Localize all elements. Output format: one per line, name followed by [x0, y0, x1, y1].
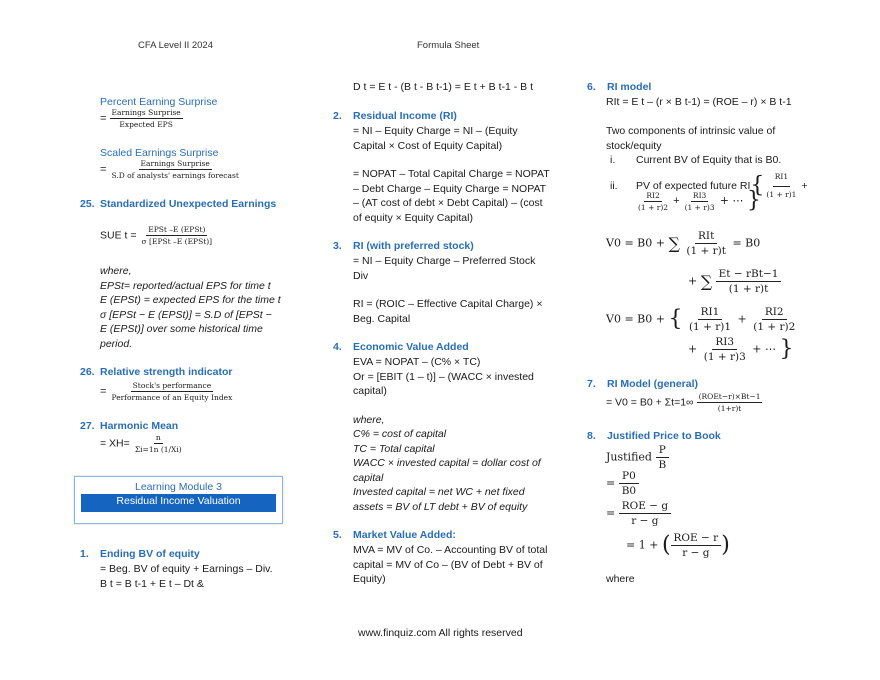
section-7-heading: 7.RI Model (general) [587, 378, 699, 390]
section-5-heading: 5.Market Value Added: [333, 529, 456, 541]
ri-model-equation: RIt = E t – (r × B t-1) = (ROE – r) × B … [606, 96, 792, 108]
section-25-heading: 25.Standardized Unexpected Earnings [80, 198, 277, 210]
section-26-heading: 26.Relative strength indicator [80, 366, 233, 378]
section-3-heading: 3.RI (with preferred stock) [333, 240, 474, 252]
section-2-body: = NI – Equity Charge = NI – (Equity Capi… [353, 125, 550, 224]
section-4-heading: 4.Economic Value Added [333, 341, 469, 353]
section-3-body: = NI – Equity Charge – Preferred Stock D… [353, 255, 543, 325]
ses-title: Scaled Earnings Surprise [100, 147, 219, 159]
component-ii: ii.PV of expected future RI{RI1(1 + r)1 … [610, 172, 808, 199]
learning-module-box: Learning Module 3 Residual Income Valuat… [74, 476, 283, 524]
section-6-heading: 6.RI model [587, 81, 652, 93]
formula-v0-et: + ∑ Et − rBt−1(1 + r)t [688, 268, 782, 295]
ri-two-components: Two components of intrinsic value of sto… [606, 125, 776, 152]
pes-title: Percent Earning Surprise [100, 96, 218, 108]
section-2-heading: 2.Residual Income (RI) [333, 110, 457, 122]
section-4-body: EVA = NOPAT – (C% × TC) Or = [EBIT (1 – … [353, 356, 541, 513]
learning-module-title: Learning Module 3 [135, 481, 222, 493]
formula-v0-sum: V0 = B0 + ∑ RIt(1 + r)t = B0 [606, 230, 761, 257]
dividend-equation: D t = E t - (B t - B t-1) = E t + B t-1 … [353, 81, 534, 93]
footer-copyright: www.finquiz.com All rights reserved [358, 627, 523, 639]
formula-v0-expanded: V0 = B0 + { RI1(1 + r)1 + RI2(1 + r)2 [606, 306, 796, 333]
section-1-heading: 1.Ending BV of equity [80, 548, 200, 560]
component-i: i.Current BV of Equity that is B0. [610, 154, 782, 166]
header-center: Formula Sheet [417, 40, 480, 51]
section-27-heading: 27.Harmonic Mean [80, 420, 179, 432]
component-ii-continued: RI2(1 + r)2 + RI3(1 + r)3 + ⋯ } [638, 188, 761, 213]
ri-general-formula: = V0 = B0 + Σt=1∞ (ROEt−r)×Bt−1(1+r)t [606, 392, 763, 413]
section-1-body: = Beg. BV of equity + Earnings – Div. B … [100, 563, 273, 590]
sue-where-block: where, EPSt= reported/actual EPS for tim… [100, 265, 281, 350]
justified-pb-where: where [606, 573, 635, 585]
header-left: CFA Level II 2024 [138, 40, 213, 51]
sue-formula: SUE t = EPSt –E (EPSt)σ [EPSt –E (EPSt)] [100, 225, 213, 246]
section-5-body: MVA = MV of Co. – Accounting BV of total… [353, 544, 548, 585]
learning-module-subtitle: Residual Income Valuation [81, 494, 276, 512]
formula-v0-expanded-continued: + RI3(1 + r)3 + ⋯ } [688, 336, 794, 363]
section-8-heading: 8.Justified Price to Book [587, 430, 721, 442]
